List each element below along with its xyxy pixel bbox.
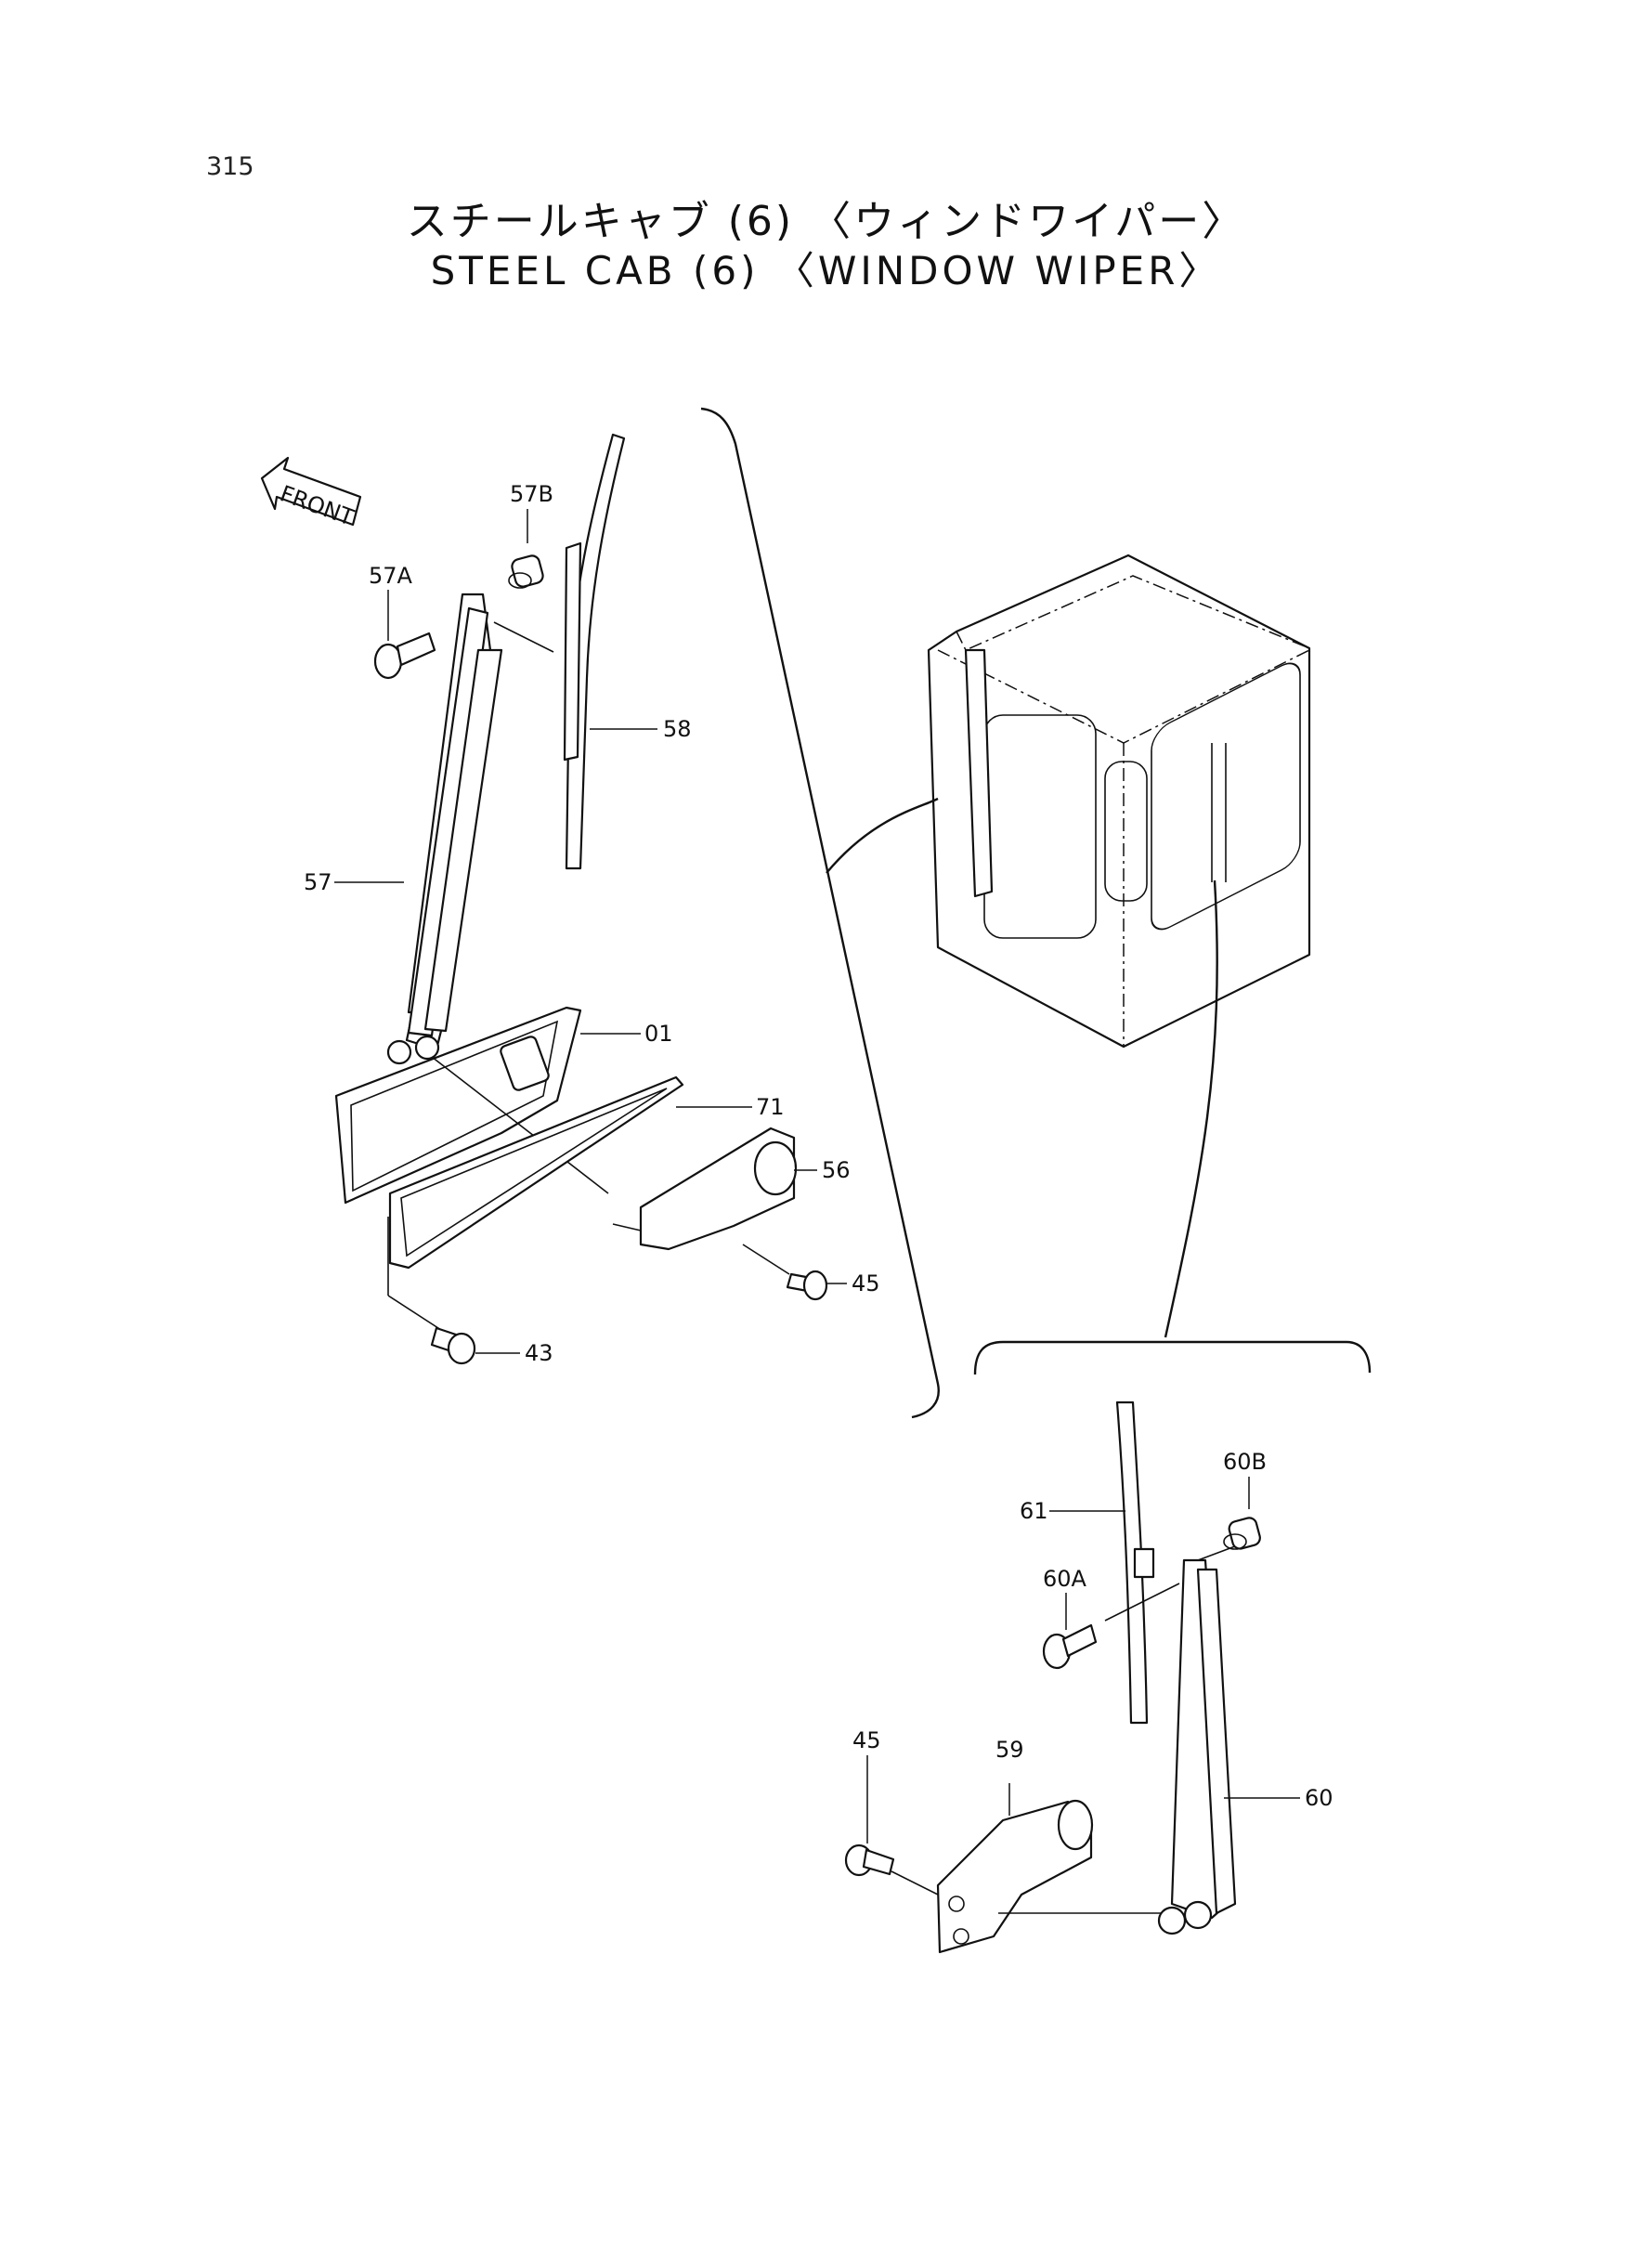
front-detail-frame [700, 407, 940, 1419]
label-57a: 57A [369, 563, 413, 589]
front-arrow-icon: FRONT [260, 456, 362, 531]
wiper-arm-60 [1157, 1558, 1300, 1935]
label-57: 57 [304, 869, 332, 895]
label-61: 61 [1020, 1498, 1048, 1524]
bracket-plate-01 [334, 1006, 641, 1205]
connector-lower [1164, 879, 1218, 1338]
wiper-motor-59 [936, 1783, 1161, 1954]
page-number: 315 [206, 152, 254, 181]
wiper-arm-57 [334, 593, 503, 1065]
bolt-60a [1042, 1583, 1180, 1670]
label-60b: 60B [1223, 1449, 1267, 1475]
label-45-upper: 45 [852, 1270, 880, 1296]
gasket-71 [388, 1075, 752, 1270]
label-59: 59 [995, 1737, 1024, 1763]
label-57b: 57B [510, 481, 553, 507]
cab-body [927, 554, 1311, 1049]
bolt-45-lower [844, 1755, 939, 1896]
label-71: 71 [756, 1094, 785, 1120]
wiper-blade-61 [1049, 1401, 1155, 1725]
nut-57b [508, 509, 544, 589]
connector-left [826, 797, 939, 874]
label-60a: 60A [1043, 1566, 1087, 1592]
label-43: 43 [525, 1340, 553, 1366]
bolt-57a [373, 590, 436, 680]
title-japanese: スチールキャブ (6) 〈ウィンドワイパー〉 [406, 198, 1246, 245]
nut-60b [1197, 1477, 1261, 1561]
wiper-motor-56 [612, 1127, 817, 1251]
label-01: 01 [644, 1021, 673, 1047]
wiper-blade-58 [493, 433, 657, 870]
label-56: 56 [822, 1157, 851, 1183]
rear-detail-frame [973, 1340, 1372, 1375]
label-58: 58 [663, 716, 692, 742]
title-english: STEEL CAB (6) 〈WINDOW WIPER〉 [430, 248, 1222, 293]
label-60: 60 [1305, 1785, 1333, 1811]
bolt-45-upper [742, 1244, 847, 1301]
label-45-lower: 45 [852, 1727, 881, 1753]
bolt-43 [387, 1217, 520, 1365]
